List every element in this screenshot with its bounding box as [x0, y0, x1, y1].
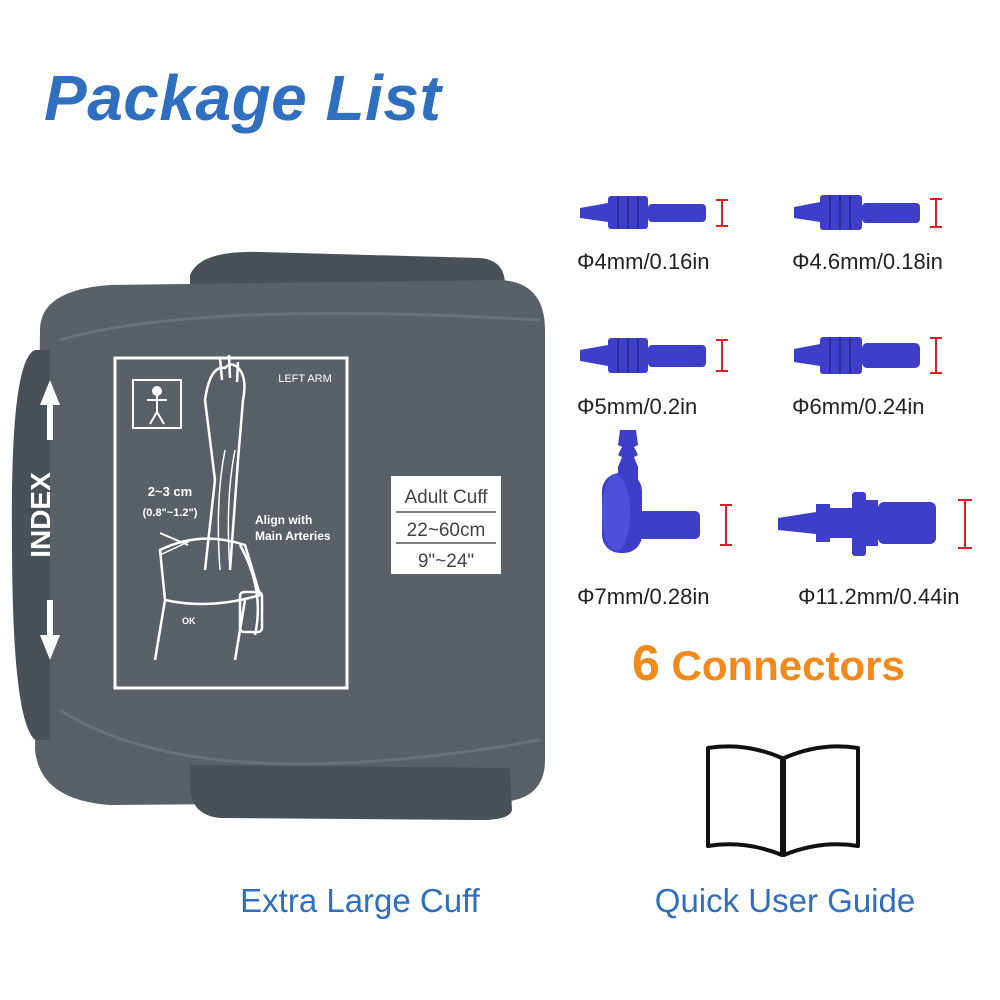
connector-5mm — [580, 338, 728, 373]
arm-drawing — [153, 354, 264, 661]
align-label-2: Main Arteries — [255, 529, 331, 543]
cuff-caption: Extra Large Cuff — [240, 882, 480, 919]
connector-4-6mm-label: Φ4.6mm/0.18in — [792, 249, 943, 274]
open-book-icon — [706, 744, 860, 857]
connectors-heading: 6 Connectors — [632, 634, 905, 692]
instruction-panel — [113, 356, 349, 690]
connector-6mm — [794, 337, 942, 374]
left-arm-label: LEFT ARM — [278, 373, 332, 385]
guide-caption: Quick User Guide — [654, 882, 916, 919]
connector-7mm — [602, 430, 732, 553]
arrow-down-icon — [40, 600, 60, 660]
person-icon — [147, 386, 167, 425]
connectors-word: Connectors — [671, 642, 905, 689]
index-label: INDEX — [25, 472, 56, 558]
connector-4mm — [580, 196, 728, 229]
arrow-up-icon — [40, 380, 60, 440]
adult-cuff-label-box — [391, 476, 501, 574]
adult-cuff-text: Adult Cuff — [404, 487, 488, 508]
range-in-text: 9"~24" — [418, 551, 474, 572]
page-title: Package List — [44, 62, 442, 134]
ok-label: OK — [182, 616, 196, 626]
align-label-1: Align with — [255, 513, 312, 527]
connector-11-2mm-label: Φ11.2mm/0.44in — [798, 584, 960, 609]
cuff-illustration: INDEX LEFT ARM 2~3 cm (0.8"~1.2") Align … — [11, 251, 545, 820]
connector-4-6mm — [794, 195, 942, 230]
connector-5mm-label: Φ5mm/0.2in — [577, 394, 698, 419]
connector-11-2mm — [778, 492, 972, 556]
connector-7mm-label: Φ7mm/0.28in — [577, 584, 710, 609]
connectors-count: 6 — [632, 635, 660, 691]
range-cm-text: 22~60cm — [407, 520, 486, 541]
connector-4mm-label: Φ4mm/0.16in — [577, 249, 710, 274]
distance-inches-label: (0.8"~1.2") — [143, 507, 198, 519]
distance-label: 2~3 cm — [148, 484, 192, 499]
connector-6mm-label: Φ6mm/0.24in — [792, 394, 925, 419]
